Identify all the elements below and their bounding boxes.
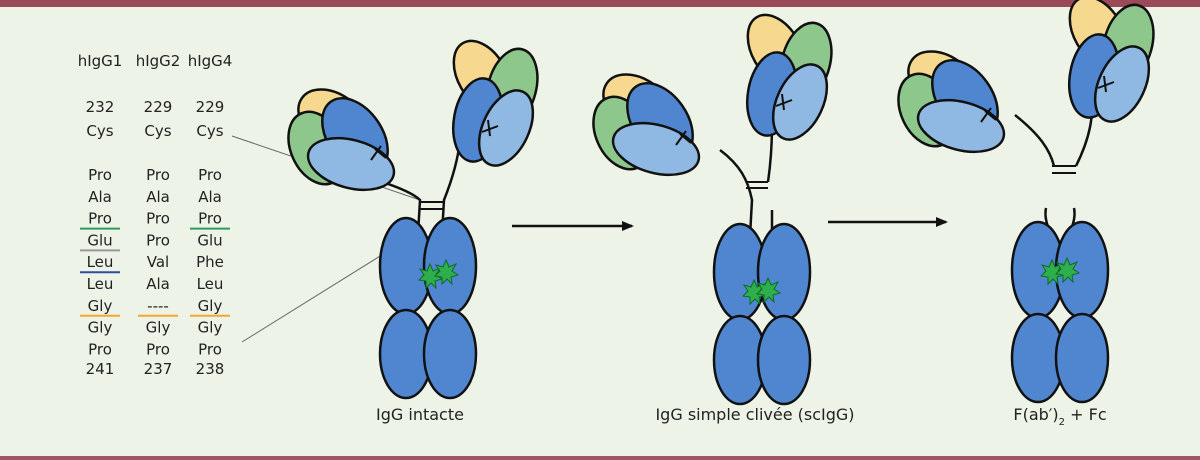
fab-arm-left bbox=[886, 37, 1013, 162]
residue-cell: Gly bbox=[198, 319, 223, 337]
residue-cell: Pro bbox=[88, 166, 112, 184]
caption-fc-rest: + Fc bbox=[1065, 405, 1107, 424]
igg-intact bbox=[276, 29, 547, 400]
fab-arm-right bbox=[440, 29, 547, 176]
residue-cell: Pro bbox=[146, 231, 170, 249]
residue-cell: Ala bbox=[146, 188, 170, 206]
residue-cell: Leu bbox=[197, 275, 224, 293]
residue-cell: Pro bbox=[198, 210, 222, 228]
cys-residue: Cys bbox=[144, 122, 171, 140]
residue-cell: Gly bbox=[88, 319, 113, 337]
fab-arm-right bbox=[1056, 0, 1163, 132]
residue-cell: Ala bbox=[146, 275, 170, 293]
residue-cell: Pro bbox=[146, 166, 170, 184]
residue-cell: Ala bbox=[88, 188, 112, 206]
residue-cell: Ala bbox=[198, 188, 222, 206]
fc-fragment bbox=[1010, 220, 1110, 404]
start-position: 229 bbox=[196, 98, 225, 116]
residue-cell: Gly bbox=[198, 297, 223, 315]
fc-fragment bbox=[378, 216, 478, 400]
igg-single-cleaved bbox=[581, 3, 841, 406]
fab-arm-right bbox=[734, 3, 841, 150]
fc-fragment bbox=[712, 222, 812, 406]
residue-cell: Pro bbox=[146, 340, 170, 358]
cys-residue: Cys bbox=[86, 122, 113, 140]
bottom-border bbox=[0, 456, 1200, 460]
end-position: 238 bbox=[196, 360, 225, 378]
table-header: hIgG4 bbox=[188, 52, 233, 70]
top-border bbox=[0, 0, 1200, 7]
fab-arm-left bbox=[276, 75, 403, 200]
residue-cell: Leu bbox=[87, 253, 114, 271]
residue-cell: Leu bbox=[87, 275, 114, 293]
residue-underlines bbox=[80, 227, 230, 317]
residue-cell: Gly bbox=[88, 297, 113, 315]
start-position: 232 bbox=[86, 98, 115, 116]
residue-cell: Gly bbox=[146, 319, 171, 337]
caption-single-cleaved: IgG simple clivée (scIgG) bbox=[655, 405, 854, 424]
residue-cell: Pro bbox=[198, 166, 222, 184]
end-position: 237 bbox=[144, 360, 173, 378]
caption-fab-subscript: 2 bbox=[1059, 417, 1065, 428]
residue-cell: Val bbox=[147, 253, 169, 271]
caption-fab2-fc: F(ab′)2 + Fc bbox=[1013, 405, 1106, 428]
end-position: 241 bbox=[86, 360, 115, 378]
caption-intact: IgG intacte bbox=[376, 405, 464, 424]
start-position: 229 bbox=[144, 98, 173, 116]
residue-cell: Phe bbox=[196, 253, 224, 271]
cys-residue: Cys bbox=[196, 122, 223, 140]
table-header: hIgG1 bbox=[78, 52, 123, 70]
residue-cell: Glu bbox=[87, 231, 112, 249]
residue-cell: Pro bbox=[88, 210, 112, 228]
missing-residue-gap: ---- bbox=[147, 297, 169, 315]
caption-fab-main: F(ab′) bbox=[1013, 405, 1058, 424]
residue-cell: Pro bbox=[88, 340, 112, 358]
residue-cell: Pro bbox=[198, 340, 222, 358]
table-header: hIgG2 bbox=[136, 52, 181, 70]
fab2-plus-fc bbox=[886, 0, 1163, 404]
residue-cell: Pro bbox=[146, 210, 170, 228]
residue-cell: Glu bbox=[197, 231, 222, 249]
fab-arm-left bbox=[581, 60, 708, 185]
